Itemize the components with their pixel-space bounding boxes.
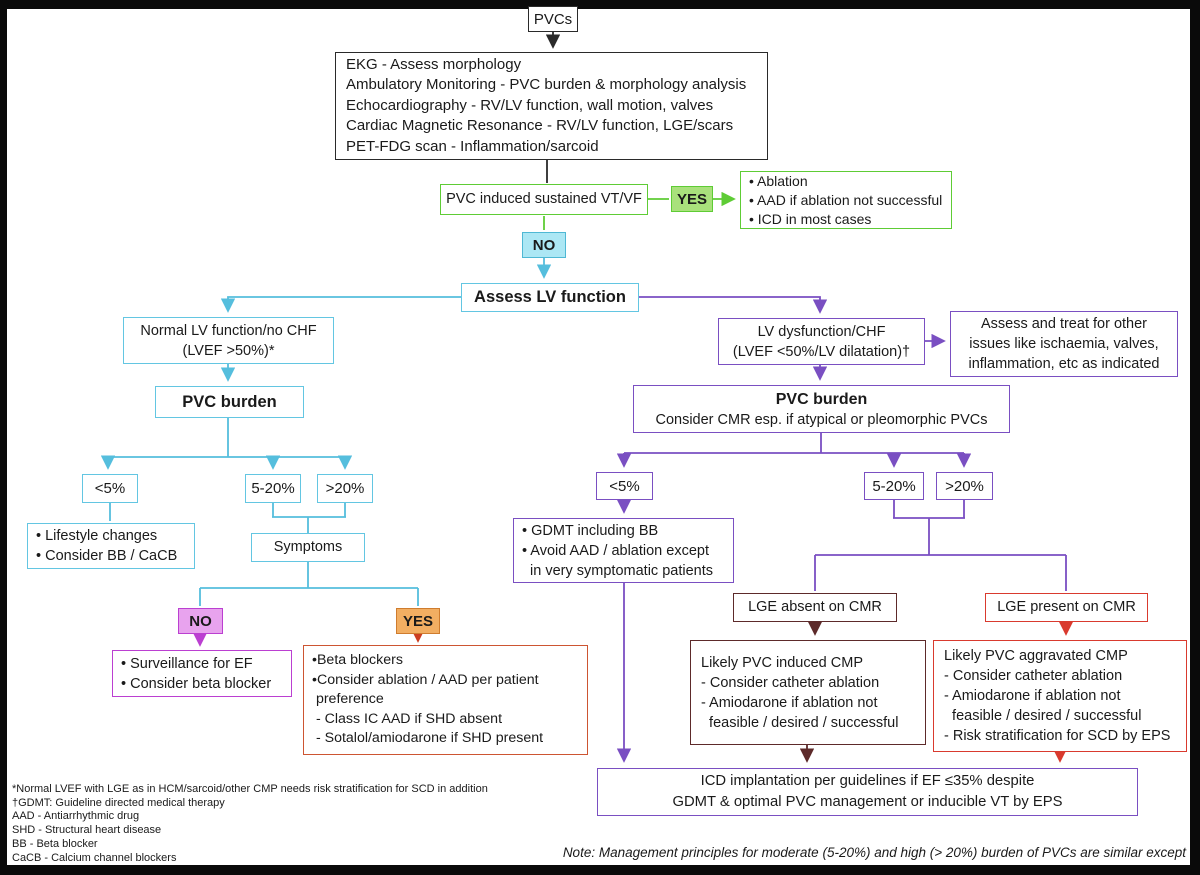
node-left-lt5: <5%	[82, 474, 138, 503]
connectors-cyan	[100, 258, 552, 606]
node-workup: EKG - Assess morphology Ambulatory Monit…	[335, 52, 768, 160]
node-left-gt20: >20%	[317, 474, 373, 503]
node-pvc-burden-right: PVC burden Consider CMR esp. if atypical…	[633, 385, 1010, 433]
badge-no-symptoms: NO	[178, 608, 223, 634]
node-right-lt5: <5%	[596, 472, 653, 500]
node-right-5-20: 5-20%	[864, 472, 924, 500]
node-assess-treat-other: Assess and treat for other issues like i…	[950, 311, 1178, 377]
node-normal-lv: Normal LV function/no CHF (LVEF >50%)*	[123, 317, 334, 364]
node-surveillance: • Surveillance for EF • Consider beta bl…	[112, 650, 292, 697]
footnote-lvef: *Normal LVEF with LGE as in HCM/sarcoid/…	[12, 783, 488, 795]
footnote-gdmt: †GDMT: Guideline directed medical therap…	[12, 796, 225, 809]
badge-yes-symptoms: YES	[396, 608, 440, 634]
connectors-black	[545, 31, 561, 183]
footnote-shd: SHD - Structural heart disease	[12, 824, 162, 837]
node-pvc-burden-left: PVC burden	[155, 386, 304, 418]
pvc-burden-right-subtitle: Consider CMR esp. if atypical or pleomor…	[655, 411, 988, 428]
footnotes: *Normal LVEF with LGE as in HCM/sarcoid/…	[12, 783, 488, 865]
pvc-burden-right-title: PVC burden	[775, 390, 868, 408]
node-pvc-induced-vtvf: PVC induced sustained VT/VF	[440, 184, 648, 215]
node-lge-absent: LGE absent on CMR	[733, 593, 897, 622]
connectors-darkred	[799, 621, 823, 763]
footnote-bb: BB - Beta blocker	[12, 837, 98, 850]
node-lifestyle: • Lifestyle changes • Consider BB / CaCB	[27, 523, 195, 569]
node-lge-present: LGE present on CMR	[985, 593, 1148, 622]
footnote-aad: AAD - Antiarrhythmic drug	[12, 810, 140, 823]
node-right-gt20: >20%	[936, 472, 993, 500]
connectors-purple	[616, 296, 1067, 763]
node-symptoms: Symptoms	[251, 533, 365, 562]
node-pvcs: PVCs	[528, 6, 578, 32]
badge-no-vtvf: NO	[522, 232, 566, 258]
connectors-red	[1052, 621, 1074, 763]
footnote-cacb: CaCB - Calcium channel blockers	[12, 851, 177, 864]
node-gdmt: • GDMT including BB • Avoid AAD / ablati…	[513, 518, 734, 583]
node-beta-blockers: •Beta blockers •Consider ablation / AAD …	[303, 645, 588, 755]
node-left-5-20: 5-20%	[245, 474, 301, 503]
node-vtvf-yes-outcome: • Ablation • AAD if ablation not success…	[740, 171, 952, 229]
badge-yes-vtvf: YES	[671, 186, 713, 212]
connectors-green	[543, 191, 736, 230]
node-pvc-induced-cmp: Likely PVC induced CMP - Consider cathet…	[690, 640, 926, 745]
node-assess-lv-function: Assess LV function	[461, 283, 639, 312]
bottom-note: Note: Management principles for moderate…	[562, 845, 1186, 860]
node-pvc-aggravated-cmp: Likely PVC aggravated CMP - Consider cat…	[933, 640, 1187, 752]
node-icd-implantation: ICD implantation per guidelines if EF ≤3…	[597, 768, 1138, 816]
node-lv-dysfunction: LV dysfunction/CHF (LVEF <50%/LV dilatat…	[718, 318, 925, 365]
